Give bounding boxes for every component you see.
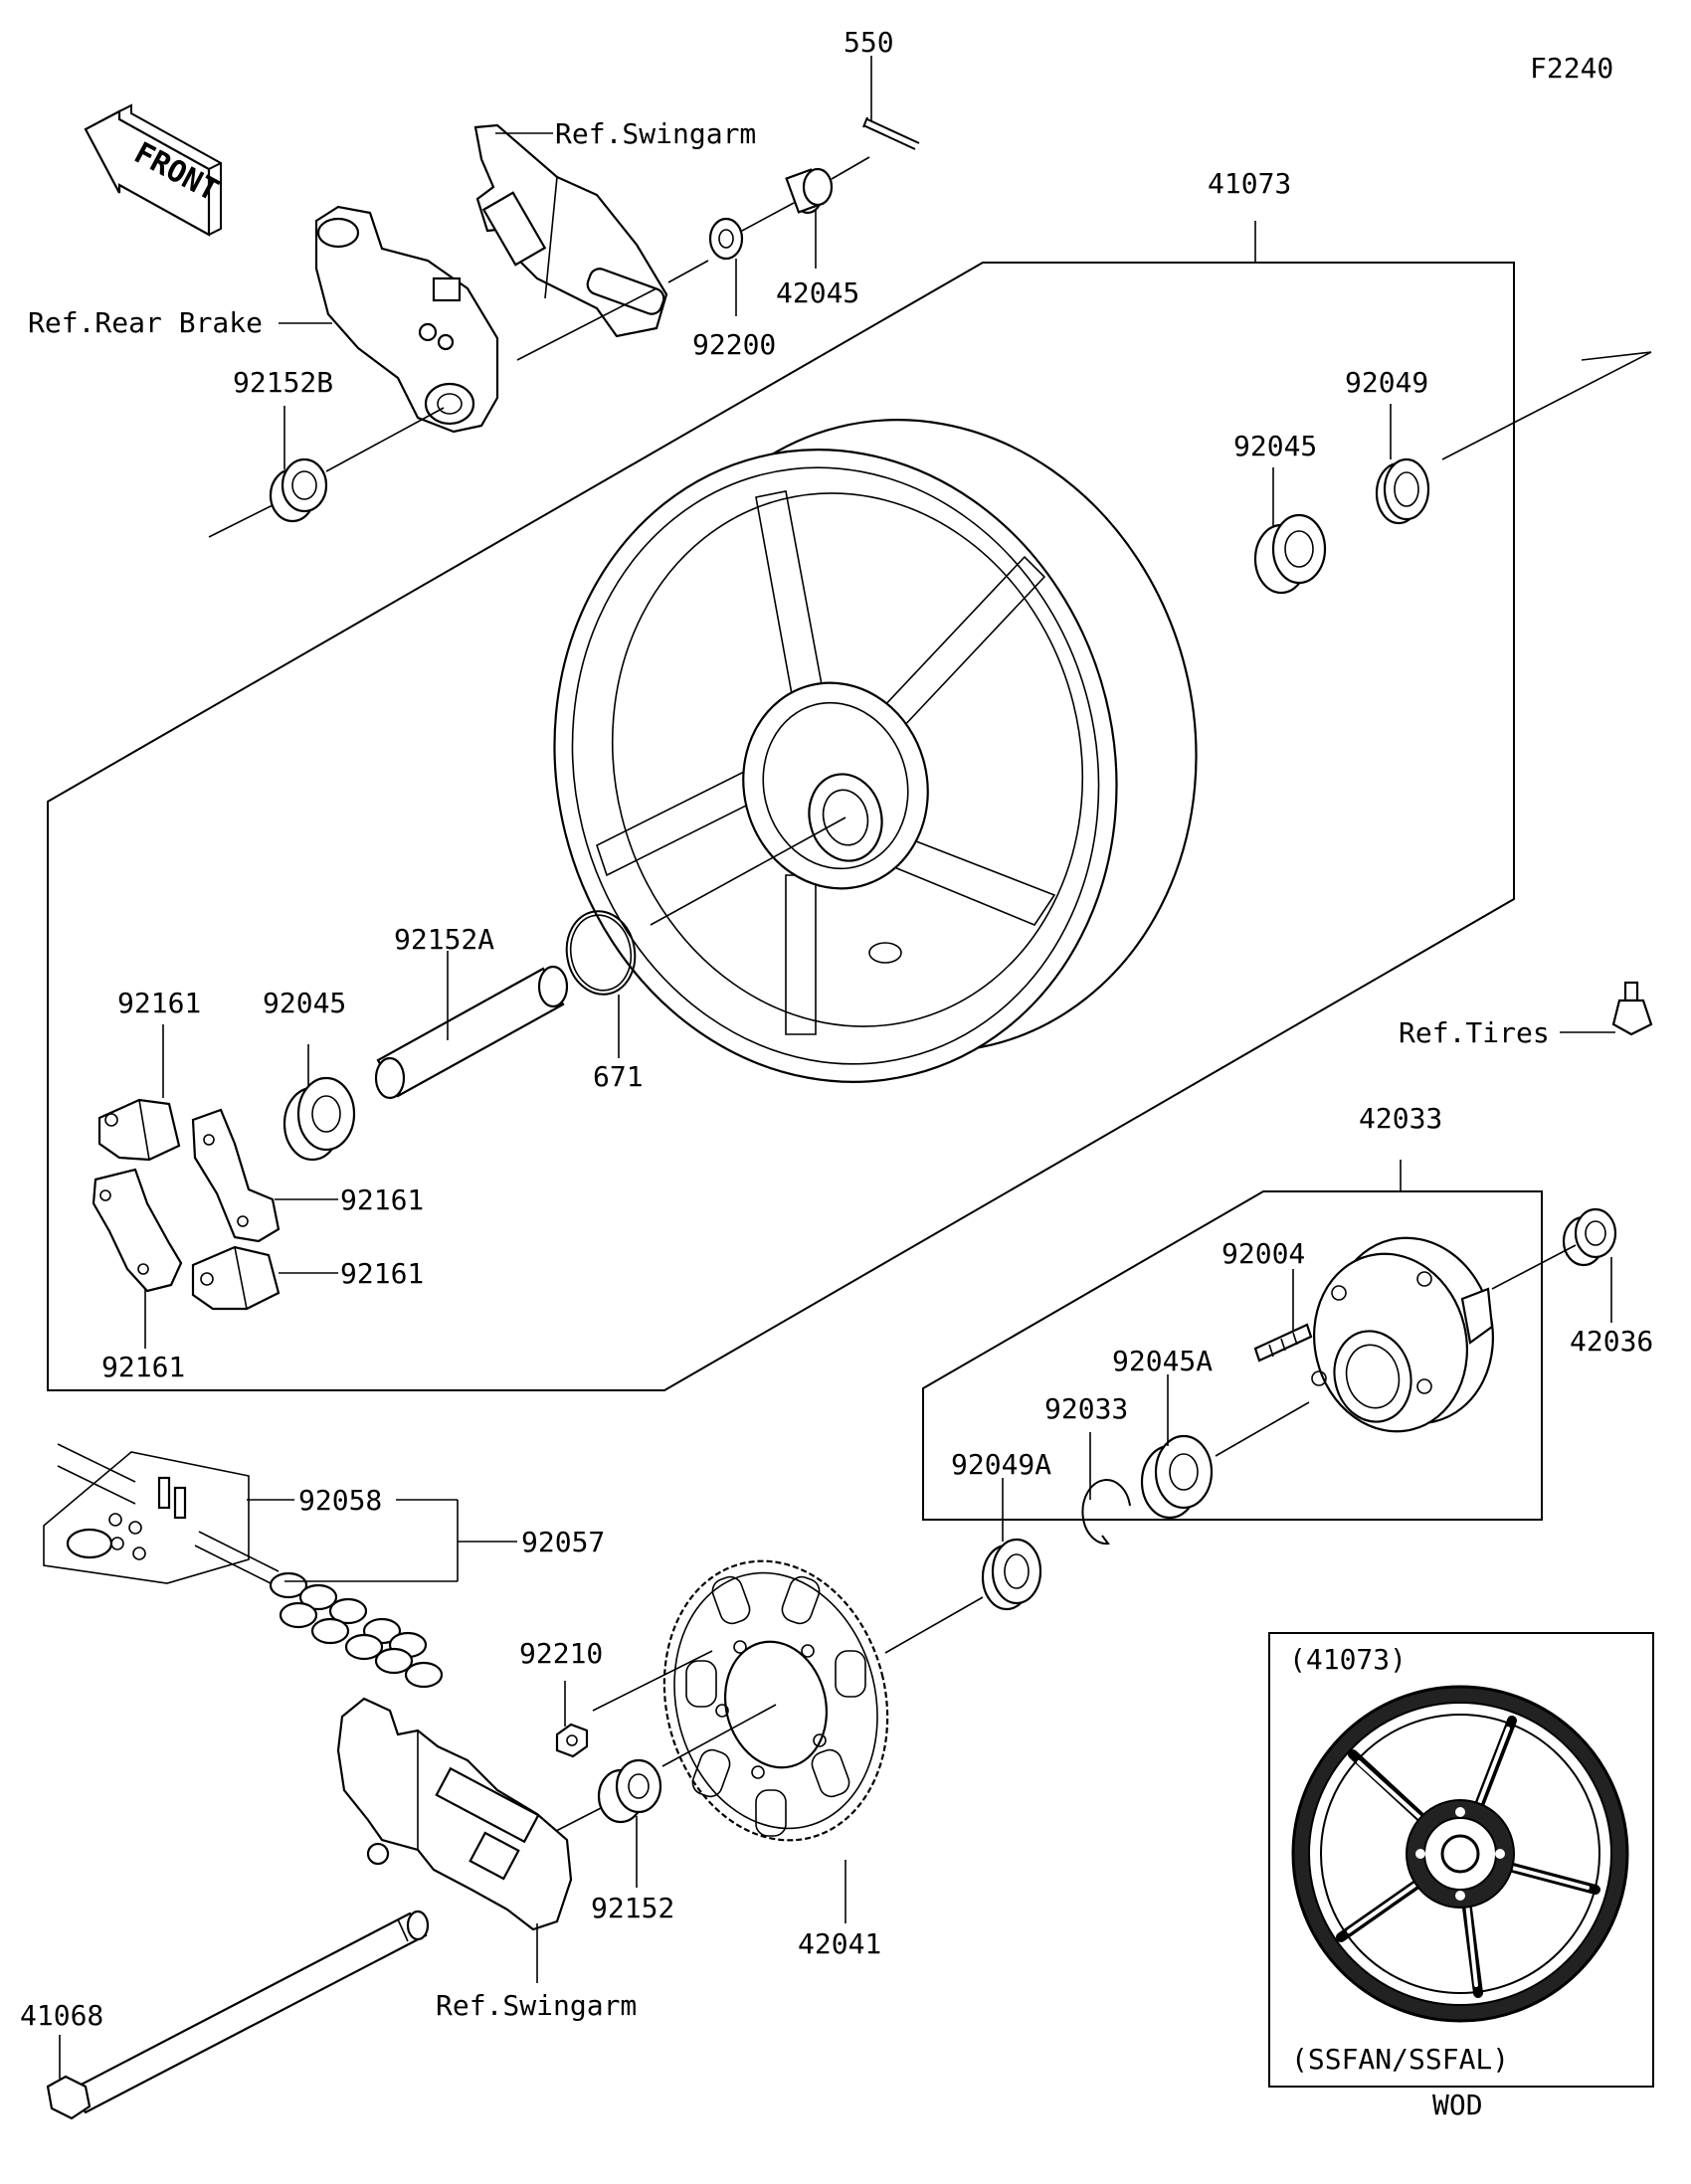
bearing-92045a — [1140, 1434, 1214, 1520]
label-42036: 42036 — [1570, 1325, 1653, 1358]
castle-nut-42045 — [785, 167, 834, 215]
washer-92200 — [708, 217, 744, 261]
collar-42036 — [1562, 1207, 1617, 1267]
chain-joint-92058 — [43, 1443, 250, 1584]
oil-seal-92049 — [1375, 457, 1430, 525]
label-ref-swingarm-bottom: Ref.Swingarm — [436, 1989, 637, 2022]
nut-92210 — [555, 1723, 589, 1758]
tire-valve — [1611, 981, 1653, 1036]
label-92049: 92049 — [1345, 366, 1428, 399]
sprocket-hub-bracket — [922, 1190, 1543, 1521]
swingarm-adjuster-bottom — [336, 1697, 573, 1931]
hub-damper-92161-d — [191, 1245, 281, 1311]
swingarm-adjuster-top — [473, 123, 668, 338]
hub-damper-92161-b — [191, 1108, 281, 1243]
label-671: 671 — [593, 1060, 644, 1093]
label-92152a: 92152A — [394, 923, 494, 956]
figure-code: F2240 — [1530, 52, 1613, 85]
label-92161-c: 92161 — [340, 1257, 424, 1290]
rear-brake-bracket — [314, 205, 499, 434]
leader-lines — [59, 56, 1615, 2079]
label-92045a: 92045A — [1112, 1345, 1213, 1377]
inset-variant-label: (SSFAN/SSFAL) — [1291, 2043, 1509, 2076]
hub-damper-92161-a — [97, 1098, 181, 1162]
collar-92152 — [597, 1758, 662, 1824]
circlip-92033 — [1081, 1479, 1131, 1546]
rear-sprocket-42041 — [662, 1559, 889, 1842]
label-ref-tires: Ref.Tires — [1399, 1016, 1550, 1049]
label-92058: 92058 — [298, 1484, 382, 1517]
label-92161-a: 92161 — [117, 987, 201, 1019]
label-92200: 92200 — [692, 328, 776, 361]
collar-92152a — [374, 965, 569, 1100]
label-92161-b: 92161 — [340, 1183, 424, 1216]
label-92004: 92004 — [1221, 1237, 1305, 1270]
stud-92004 — [1253, 1323, 1313, 1363]
wheel-assembly-bracket — [47, 262, 1515, 1391]
hub-damper-92161-c — [92, 1168, 183, 1293]
label-ref-rear-brake: Ref.Rear Brake — [28, 306, 263, 339]
label-92152b: 92152B — [233, 366, 333, 399]
label-92057: 92057 — [521, 1526, 605, 1558]
collar-92152b — [269, 457, 328, 523]
bearing-92045-top — [1253, 513, 1327, 595]
front-arrow-icon: FRONT — [84, 103, 224, 237]
label-550: 550 — [844, 26, 894, 59]
label-ref-swingarm-top: Ref.Swingarm — [555, 117, 756, 150]
label-92161-d: 92161 — [101, 1351, 185, 1383]
bearing-92045-left — [282, 1076, 356, 1162]
label-42045: 42045 — [776, 276, 859, 309]
oil-seal-92049a — [981, 1538, 1042, 1611]
wheel-variant-inset: (41073) (SSFAN/SSFAL) WOD — [1268, 1632, 1654, 2121]
label-92049a: 92049A — [951, 1448, 1051, 1481]
rear-axle-41068 — [46, 1910, 430, 2120]
o-ring-671 — [565, 910, 637, 996]
rear-wheel-rim — [553, 419, 1198, 1083]
cotter-pin-550 — [862, 116, 920, 150]
label-41068: 41068 — [20, 1999, 103, 2032]
sprocket-coupling-42033 — [1311, 1236, 1494, 1433]
inset-color-code: WOD — [1432, 2089, 1483, 2121]
label-92033: 92033 — [1044, 1392, 1128, 1425]
label-92210: 92210 — [519, 1637, 603, 1670]
label-92045-left: 92045 — [263, 987, 346, 1019]
inset-part-label: (41073) — [1289, 1643, 1407, 1676]
label-92152: 92152 — [591, 1892, 674, 1924]
drive-chain-92057 — [194, 1531, 444, 1689]
label-41073: 41073 — [1208, 167, 1291, 200]
label-42033: 42033 — [1359, 1102, 1442, 1135]
label-42041: 42041 — [798, 1927, 881, 1960]
label-92045-top: 92045 — [1233, 430, 1317, 462]
